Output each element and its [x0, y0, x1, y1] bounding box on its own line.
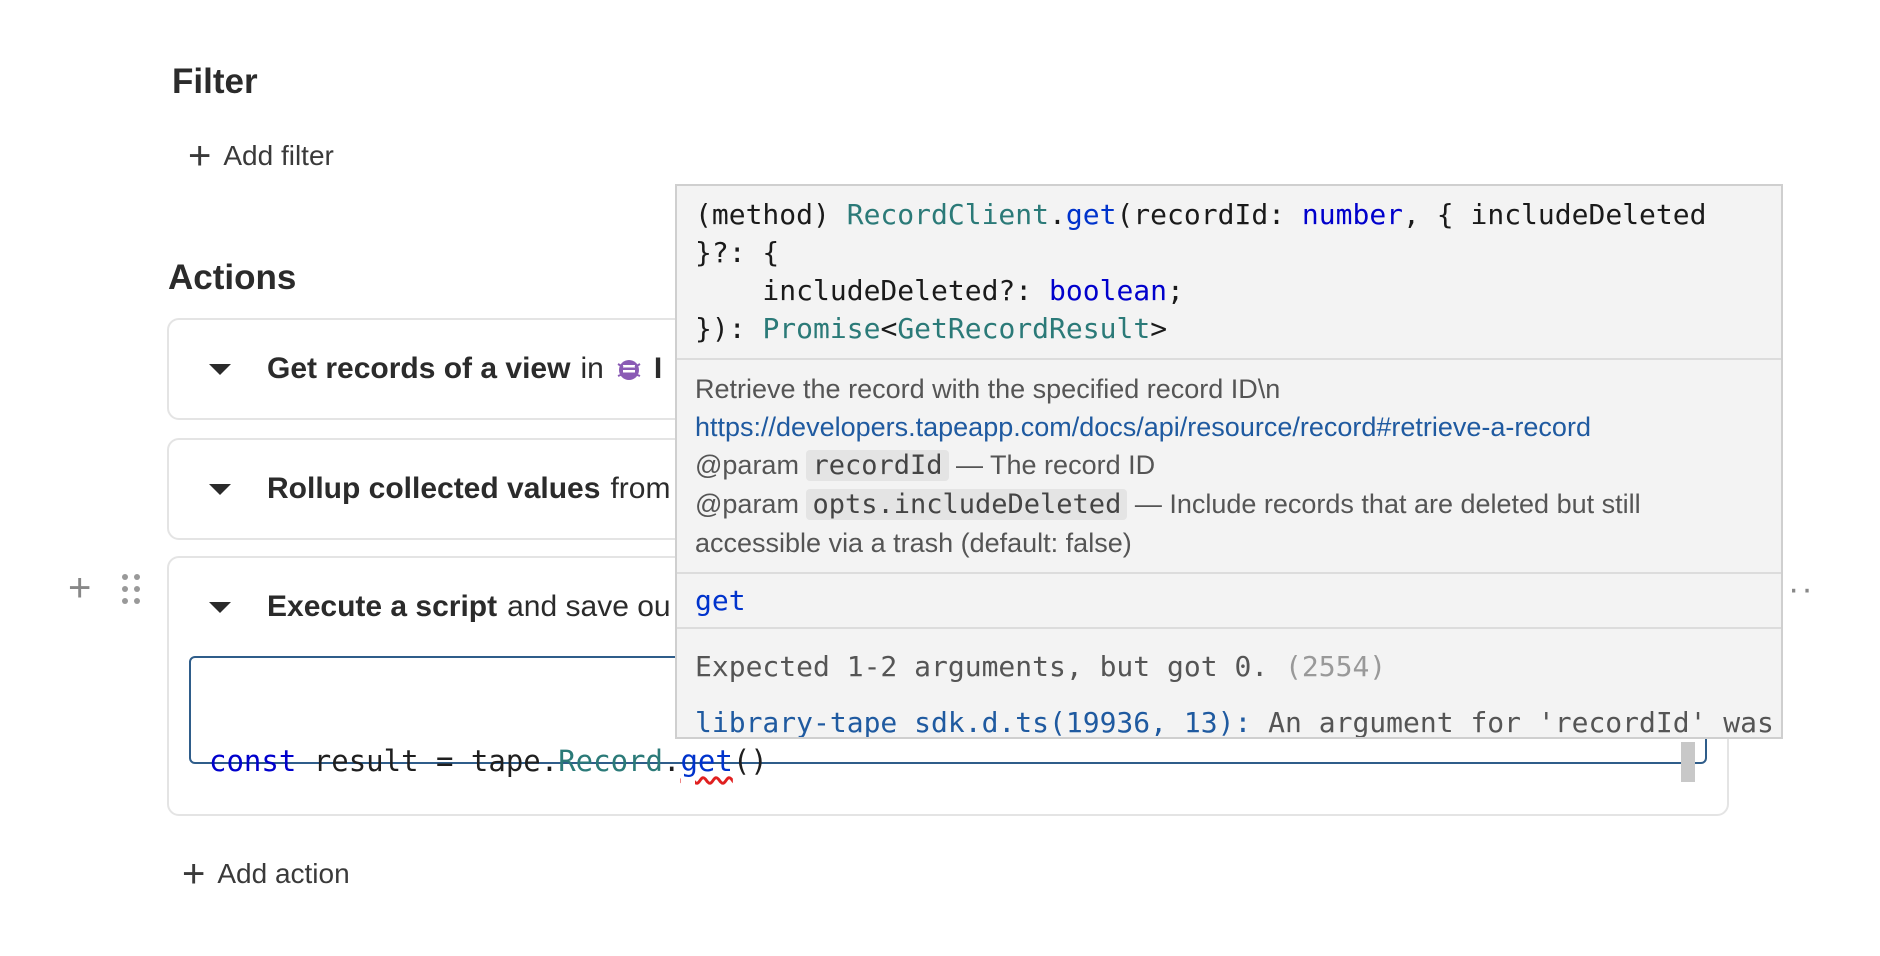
code-dot: . — [662, 744, 681, 778]
code-parens: () — [732, 744, 768, 778]
chevron-down-icon[interactable] — [209, 363, 231, 375]
add-action-label: Add action — [217, 858, 350, 889]
code-type: Record — [558, 744, 663, 778]
doc-description: Retrieve the record with the specified r… — [695, 374, 1281, 404]
add-action-button[interactable]: + Add action — [182, 854, 350, 894]
sig-class: RecordClient — [846, 198, 1050, 231]
param-desc: — The record ID — [948, 450, 1156, 480]
sig-text: ; — [1167, 274, 1184, 307]
action-subtitle: in — [580, 352, 604, 385]
sig-text: }?: { — [695, 236, 780, 269]
add-filter-button[interactable]: + Add filter — [188, 136, 334, 176]
sig-type: GetRecordResult — [897, 312, 1151, 345]
diagnostic-section: Expected 1-2 arguments, but got 0. (2554… — [677, 629, 1781, 739]
action-title: Rollup collected values — [267, 472, 601, 505]
param-name: recordId — [806, 450, 949, 481]
action-subtitle: and save ou — [507, 590, 671, 623]
doc-param: @param recordId — The record ID — [695, 446, 1763, 485]
more-options-icon[interactable]: ·· — [1788, 570, 1815, 608]
add-step-icon[interactable]: + — [68, 566, 92, 610]
sig-text: includeDeleted?: — [695, 274, 1050, 307]
param-name: opts.includeDeleted — [806, 489, 1128, 520]
sig-text: , { includeDeleted — [1403, 198, 1707, 231]
sig-text: > — [1150, 312, 1168, 345]
error-line: Expected 1-2 arguments, but got 0. (2554… — [695, 639, 1763, 695]
plus-icon: + — [182, 852, 206, 896]
sig-text: (method) — [695, 198, 847, 231]
doc-link[interactable]: https://developers.tapeapp.com/docs/api/… — [695, 412, 1591, 442]
hover-tooltip: (method) RecordClient.get(recordId: numb… — [675, 184, 1783, 739]
sig-text: }): — [695, 312, 763, 345]
param-desc: — Include records that are deleted but s… — [695, 489, 1641, 558]
method-signature: (method) RecordClient.get(recordId: numb… — [677, 186, 1781, 360]
code-line[interactable]: const result = tape.Record.get() — [209, 744, 768, 778]
sig-type: boolean — [1049, 274, 1168, 307]
filter-heading: Filter — [172, 62, 258, 101]
bug-icon — [617, 360, 641, 380]
error-detail: An argument for 'recordId' was not provi… — [1268, 706, 1781, 739]
add-filter-label: Add filter — [223, 140, 334, 171]
sig-method: get — [1065, 198, 1117, 231]
action-subtitle: from — [610, 472, 671, 505]
doc-param: @param opts.includeDeleted — Include rec… — [695, 485, 1763, 562]
error-message: Expected 1-2 arguments, but got 0. — [695, 650, 1269, 683]
sig-type: number — [1301, 198, 1404, 231]
plus-icon: + — [188, 134, 212, 178]
sig-text: < — [880, 312, 898, 345]
symbol-name: get — [677, 574, 1781, 629]
error-code: (2554) — [1285, 650, 1387, 683]
actions-heading: Actions — [168, 258, 297, 297]
sig-text: . — [1049, 198, 1066, 231]
code-text: result = tape. — [296, 744, 559, 778]
param-tag: @param — [695, 450, 799, 480]
action-target-name: I — [653, 352, 663, 385]
sig-type: Promise — [762, 312, 881, 345]
editor-scrollbar[interactable] — [1681, 742, 1695, 782]
error-source-link[interactable]: library-tape_sdk.d.ts(19936, 13): — [695, 706, 1252, 739]
sig-text: (recordId: — [1116, 198, 1302, 231]
drag-handle-icon[interactable] — [120, 572, 142, 606]
chevron-down-icon[interactable] — [209, 601, 231, 613]
code-keyword: const — [209, 744, 297, 778]
chevron-down-icon[interactable] — [209, 483, 231, 495]
action-title: Execute a script — [267, 590, 498, 623]
method-documentation: Retrieve the record with the specified r… — [677, 360, 1781, 574]
code-method: get — [680, 744, 733, 778]
param-tag: @param — [695, 489, 799, 519]
action-title: Get records of a view — [267, 352, 571, 385]
related-info: library-tape_sdk.d.ts(19936, 13): An arg… — [695, 695, 1781, 739]
